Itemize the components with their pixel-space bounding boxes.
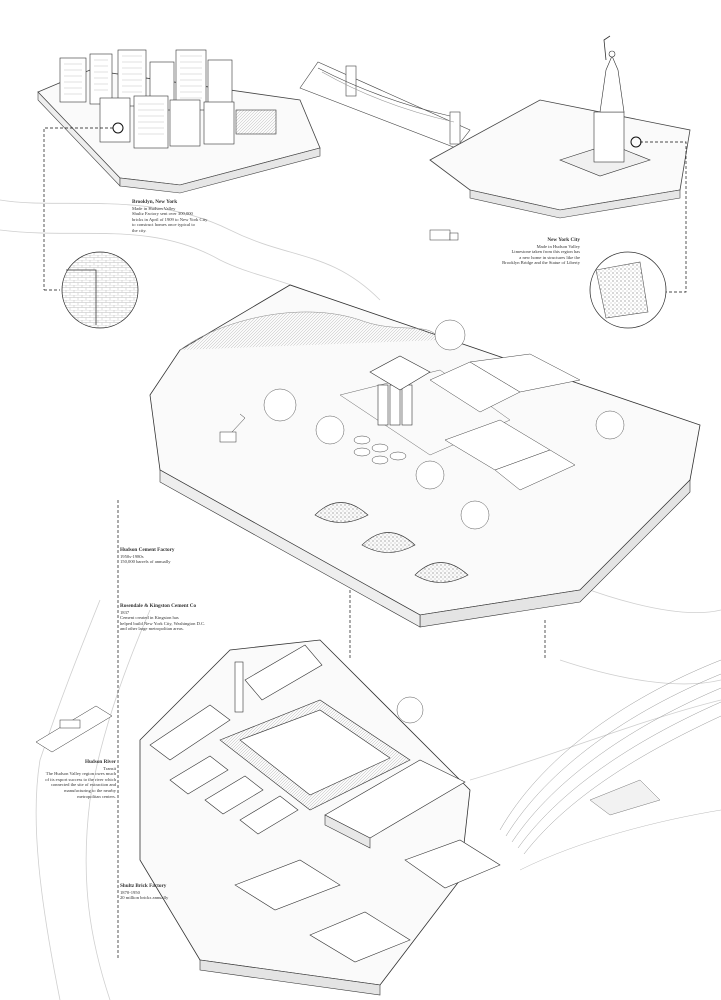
label-rosendale-line: 1837	[120, 609, 130, 615]
brick-factory-platform	[139, 639, 501, 996]
label-rosendale: Rosendale & Kingston Cement Co 1837 Ceme…	[120, 603, 240, 632]
label-hudson-river-line: metropolitan centers.	[77, 793, 116, 799]
storage-sheds	[429, 353, 581, 491]
limestone-detail-circle	[589, 251, 667, 329]
label-hudson-river-line: The Hudson Valley region owes much	[45, 771, 116, 777]
label-rosendale-line: and other large metropolitan areas.	[120, 626, 184, 632]
river-background	[0, 199, 721, 1000]
label-hudson-river-line: manufacturing to the nearby	[64, 787, 116, 793]
drying-yard	[219, 699, 411, 811]
label-shultz-line: 1870-1950	[120, 889, 140, 895]
label-shultz-title: Shultz Brick Factory	[120, 883, 167, 889]
label-hudson-cement: Hudson Cement Factory 1950s-1980s 150,00…	[120, 547, 220, 565]
label-hudson-river-line: connected the site of extraction and	[50, 782, 116, 788]
label-hudson-river-line: of its export success to the river which	[45, 776, 116, 782]
brooklyn-bridge	[299, 61, 471, 149]
label-hudson-river: Hudson River Transit The Hudson Valley r…	[10, 759, 116, 799]
label-rosendale-line: Cement created in Kingston has	[120, 615, 179, 621]
gravel-piles	[314, 502, 469, 583]
brooklyn-buildings	[59, 49, 277, 149]
label-shultz: Shultz Brick Factory 1870-1950 20 millio…	[120, 883, 220, 901]
trees-middle	[263, 319, 625, 530]
label-nyc-line: Limestone taken from this region has	[511, 249, 580, 255]
label-rosendale-title: Rosendale & Kingston Cement Co	[120, 603, 197, 609]
label-hudson-cement-line: 1950s-1980s	[120, 553, 144, 559]
river-barge	[35, 705, 113, 753]
transport-truck-top	[429, 229, 459, 241]
label-nyc-line: Made in Hudson Valley	[536, 243, 580, 249]
circular-tanks	[353, 435, 407, 465]
label-brooklyn: Brooklyn, New York Made in Hudson Valley…	[132, 199, 242, 234]
kiln-sheds	[149, 644, 323, 835]
label-brooklyn-line: Made in Hudson Valley	[132, 205, 176, 211]
clay-pits	[234, 839, 501, 963]
cement-silos	[369, 355, 431, 426]
label-hudson-river-title: Hudson River	[85, 759, 116, 765]
tree-bottom	[396, 696, 424, 724]
label-nyc: New York City Made in Hudson Valley Lime…	[470, 237, 580, 266]
label-brooklyn-line: to construct homes once typical to	[132, 222, 195, 228]
label-hudson-cement-title: Hudson Cement Factory	[120, 547, 175, 553]
statue-of-liberty-figure	[599, 55, 625, 113]
label-hudson-cement-line: 150,000 barrels of annually	[120, 559, 171, 565]
label-brooklyn-line: Shultz Factory sent over 300,000	[132, 211, 193, 217]
label-hudson-river-line: Transit	[103, 765, 116, 771]
excavator-middle	[219, 413, 246, 443]
brooklyn-island	[37, 49, 321, 194]
label-shultz-line: 20 million bricks annually	[120, 895, 169, 901]
label-brooklyn-line: bricks in April of 1909 to New York City	[132, 216, 208, 222]
label-brooklyn-line: the city.	[132, 227, 147, 233]
label-nyc-line: Brooklyn Bridge and the Statue of Libert…	[502, 260, 580, 266]
liberty-island	[429, 35, 691, 219]
long-shed	[324, 759, 466, 849]
label-nyc-title: New York City	[547, 237, 580, 243]
label-nyc-line: a new home in structures like the	[519, 254, 580, 260]
brick-detail-circle	[61, 251, 139, 329]
label-brooklyn-title: Brooklyn, New York	[132, 199, 178, 205]
quarry-terrain	[499, 659, 721, 871]
cement-factory-platform	[149, 284, 701, 628]
label-rosendale-line: helped build New York City, Washington D…	[120, 620, 206, 626]
